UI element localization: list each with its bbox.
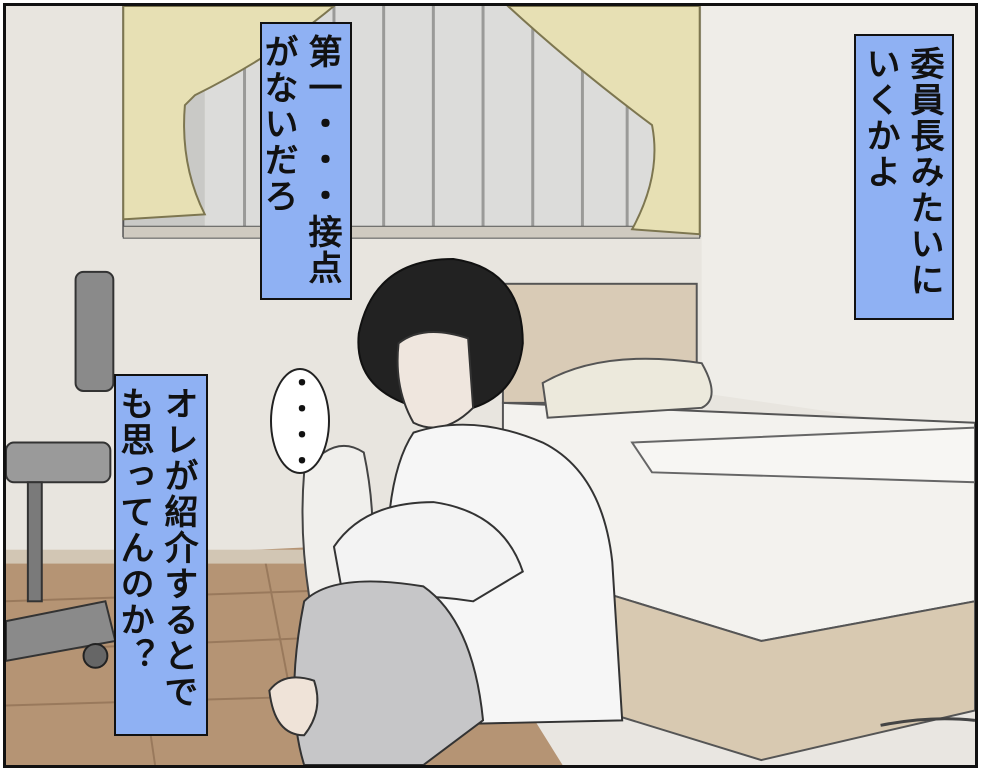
speech-bubble: ・・・・ bbox=[270, 368, 330, 474]
caption-top-text: 第一・・・接点がないだろ bbox=[258, 34, 342, 286]
desk-chair bbox=[6, 270, 117, 669]
caption-top: 第一・・・接点がないだろ bbox=[258, 22, 352, 300]
caption-right-text: 委員長みたいにいくかよ bbox=[860, 46, 944, 298]
caption-right: 委員長みたいにいくかよ bbox=[854, 34, 954, 320]
right-curtain bbox=[506, 6, 701, 236]
caption-left: オレが紹介するとでも思ってんのか？ bbox=[114, 374, 208, 736]
speech-bubble-text: ・・・・ bbox=[284, 369, 315, 473]
caption-left-text: オレが紹介するとでも思ってんのか？ bbox=[114, 386, 198, 710]
pillow bbox=[541, 357, 713, 419]
seated-boy bbox=[268, 258, 624, 765]
comic-panel: 委員長みたいにいくかよ 第一・・・接点がないだろ オレが紹介するとでも思ってんの… bbox=[3, 3, 978, 768]
